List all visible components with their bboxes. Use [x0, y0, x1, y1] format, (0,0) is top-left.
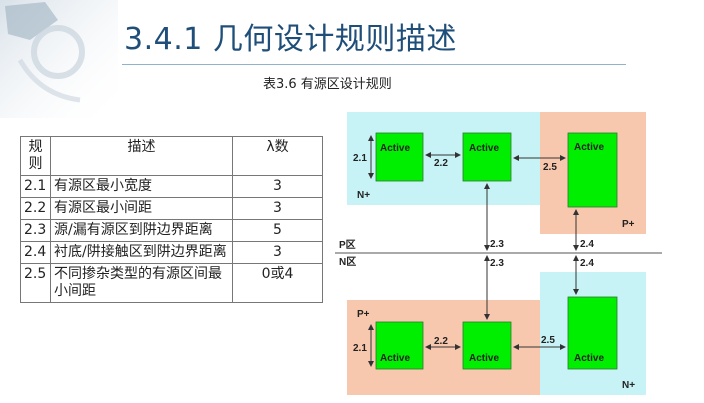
- cell-rule: 2.5: [20, 263, 51, 303]
- title-divider: [122, 64, 626, 65]
- corner-decoration: [0, 0, 118, 118]
- active-label: Active: [574, 142, 604, 153]
- table-row: 2.5 不同掺杂类型的有源区间最小间距 0或4: [20, 263, 323, 303]
- rule-2-3-label: 2.3: [490, 239, 504, 250]
- p-region-label: P区: [339, 239, 356, 251]
- cell-lambda: 5: [232, 219, 323, 242]
- table-row: 2.4 衬底/阱接触区到阱边界距离 3: [20, 241, 323, 264]
- rule-2-5-label: 2.5: [541, 335, 555, 346]
- active-box: [567, 132, 618, 208]
- n-well-top: [347, 112, 540, 205]
- cell-lambda: 3: [232, 241, 323, 264]
- cell-desc: 有源区最小宽度: [50, 175, 233, 198]
- table-header-row: 规则 描述 λ数: [20, 136, 323, 176]
- rule-2-1-label: 2.1: [353, 343, 367, 354]
- design-rules-table: 规则 描述 λ数 2.1 有源区最小宽度 3 2.2 有源区最小间距 3 2.3…: [20, 136, 323, 303]
- active-box: [375, 321, 424, 370]
- active-box: [462, 321, 512, 370]
- p-plus-label: P+: [622, 219, 635, 230]
- cell-rule: 2.2: [20, 197, 51, 220]
- cell-desc: 源/漏有源区到阱边界距离: [50, 219, 233, 242]
- n-region-label: N区: [339, 256, 356, 268]
- cell-lambda: 0或4: [232, 263, 323, 303]
- cell-rule: 2.1: [20, 175, 51, 198]
- rule-2-4-label: 2.4: [580, 239, 594, 250]
- cell-rule: 2.3: [20, 219, 51, 242]
- rule-2-2-label: 2.2: [434, 158, 448, 169]
- n-plus-label: N+: [622, 380, 635, 391]
- active-label: Active: [469, 353, 499, 364]
- active-label: Active: [380, 143, 410, 154]
- rule-2-1-label: 2.1: [353, 153, 367, 164]
- table-row: 2.3 源/漏有源区到阱边界距离 5: [20, 219, 323, 242]
- header-lambda: λ数: [232, 136, 323, 176]
- header-rule: 规则: [20, 136, 51, 176]
- active-box: [567, 296, 618, 370]
- active-box: [462, 132, 512, 182]
- p-plus-label: P+: [357, 309, 370, 320]
- cell-rule: 2.4: [20, 241, 51, 264]
- active-label: Active: [469, 143, 499, 154]
- table-row: 2.2 有源区最小间距 3: [20, 197, 323, 220]
- active-box: [375, 132, 424, 182]
- rule-2-5-label: 2.5: [543, 162, 557, 173]
- p-well-bottom: [347, 300, 540, 395]
- rule-2-2-label: 2.2: [434, 336, 448, 347]
- n-plus-label: N+: [357, 190, 370, 201]
- rule-2-4-label: 2.4: [580, 258, 594, 269]
- n-well-bottom: [540, 272, 646, 395]
- table-row: 2.1 有源区最小宽度 3: [20, 175, 323, 198]
- active-label: Active: [574, 353, 604, 364]
- active-label: Active: [380, 353, 410, 364]
- table-caption: 表3.6 有源区设计规则: [263, 77, 392, 92]
- header-desc: 描述: [50, 136, 233, 176]
- cell-lambda: 3: [232, 197, 323, 220]
- cell-desc: 衬底/阱接触区到阱边界距离: [50, 241, 233, 264]
- page-title: 3.4.1 几何设计规则描述: [124, 22, 457, 57]
- p-well-top: [540, 112, 646, 234]
- cell-desc: 不同掺杂类型的有源区间最小间距: [50, 263, 233, 303]
- rule-2-3-label: 2.3: [490, 258, 504, 269]
- cell-desc: 有源区最小间距: [50, 197, 233, 220]
- cell-lambda: 3: [232, 175, 323, 198]
